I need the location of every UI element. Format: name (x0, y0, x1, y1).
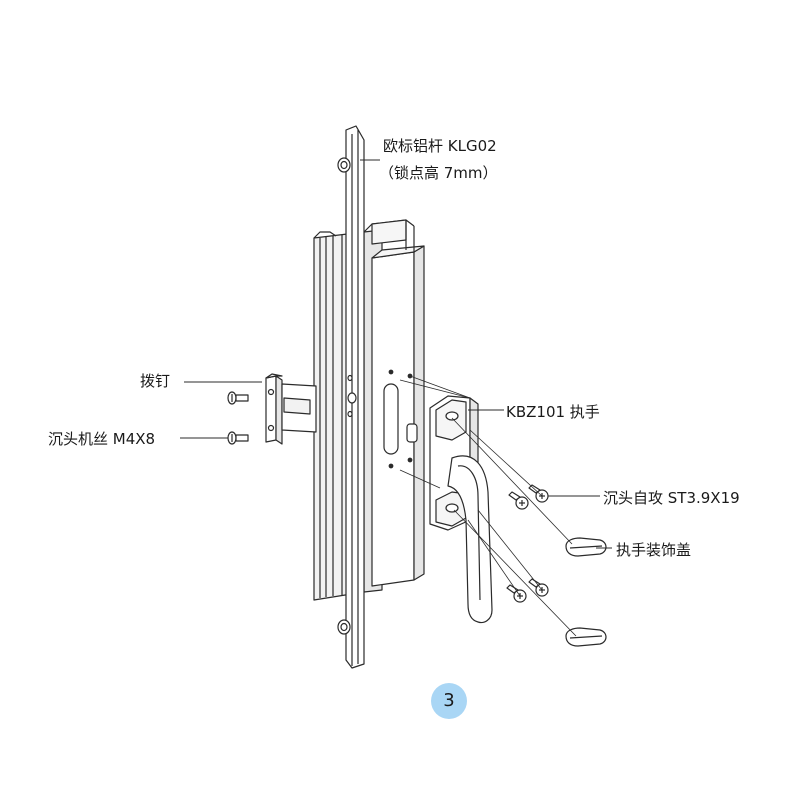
step-badge-circle (431, 683, 467, 719)
guide-lines (399, 375, 577, 637)
label-pin: 拨钉 (140, 372, 171, 390)
label-handle: KBZ101 执手 (506, 403, 600, 421)
euro-aluminum-rod (337, 125, 365, 669)
label-machine-screw: 沉头机丝 M4X8 (48, 430, 156, 448)
handle-covers (565, 537, 607, 647)
label-tapping-screw: 沉头自攻 ST3.9X19 (603, 489, 740, 507)
handle-lever (447, 455, 493, 624)
step-number: 3 (443, 690, 455, 711)
machine-screws (227, 391, 249, 445)
leader-lines (180, 159, 612, 549)
label-lock-point-height: （锁点高 7mm） (379, 164, 498, 182)
window-profile (313, 219, 425, 601)
tapping-screws (506, 484, 549, 603)
pin-bracket (265, 373, 317, 445)
label-euro-aluminum-rod: 欧标铝杆 KLG02 (383, 137, 497, 155)
label-handle-cover: 执手装饰盖 (616, 541, 692, 559)
